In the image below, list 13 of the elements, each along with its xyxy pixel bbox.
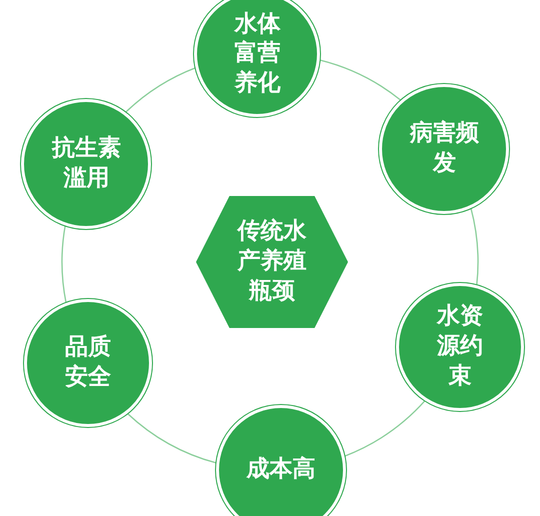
circle-node: 成本高 — [216, 404, 346, 516]
circle-node: 病害频发 — [379, 84, 510, 214]
ring-line — [126, 412, 216, 464]
hexagon-node: 传统水产养殖瓶颈 — [196, 196, 348, 328]
ring-line — [344, 400, 426, 457]
ring-line — [320, 59, 402, 101]
circle-node: 水体富营养化 — [194, 0, 320, 118]
ring-line — [61, 226, 67, 303]
circle-node: 抗生素滥用 — [21, 99, 152, 230]
ring-line — [125, 67, 196, 113]
ring-line — [470, 208, 479, 285]
circle-node: 品质安全 — [24, 298, 152, 427]
circle-node: 水资源约束 — [396, 282, 524, 411]
